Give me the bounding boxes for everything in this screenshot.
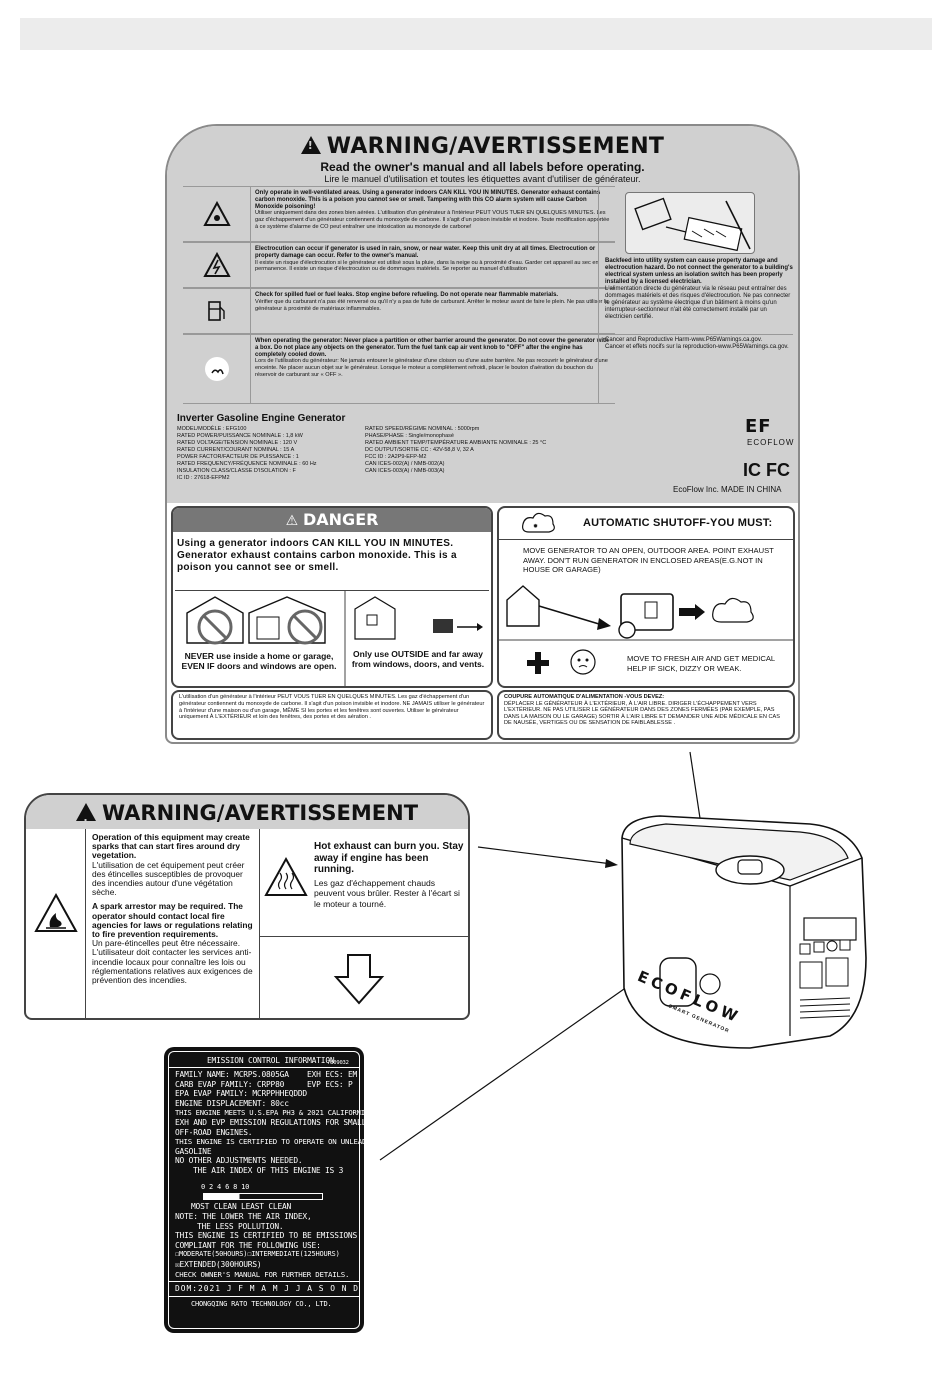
prop65-fr: Cancer et effets nocifs sur la reproduct… [605,344,789,350]
shutoff-header: ✹ AUTOMATIC SHUTOFF-YOU MUST: [499,508,793,540]
spec-left: MODEL/MODÈLE : EFG100 RATED POWER/PUISSA… [177,426,317,481]
hot-exhaust-panel: Hot exhaust can burn you. Stay away if e… [260,829,468,937]
shutoff-title: AUTOMATIC SHUTOFF-YOU MUST: [583,517,773,529]
electric-shock-icon [183,243,251,287]
danger-pictograms: NEVER use inside a home or garage, EVEN … [175,590,489,686]
hazard-row-electrocution: Electrocution can occur if generator is … [183,242,615,288]
top-bar [20,18,932,50]
spec-panel: Inverter Gasoline Engine Generator MODEL… [173,412,793,502]
spark-text-panel: Operation of this equipment may create s… [86,829,260,1018]
main-label-sub-fr: Lire le manuel d'utilisation et toutes l… [324,174,641,184]
ic-fcc-mark: IC FC [743,460,790,480]
emission-code: 7809032 [327,1060,349,1066]
danger-only-text: Only use OUTSIDE and far away from windo… [351,649,485,669]
ecoflow-logo: EF [745,416,772,437]
backfeed-illustration [625,192,755,254]
danger-french: L'utilisation d'un générateur à l'intéri… [171,690,493,740]
danger-text: Using a generator indoors CAN KILL YOU I… [177,538,457,573]
shutoff-french: COUPURE AUTOMATIQUE D'ALIMENTATION -VOUS… [497,690,795,740]
warning-triangle-icon [300,136,321,154]
svg-text:✹: ✹ [533,523,538,530]
generator-illustration: ECOFLOW SMART GENERATOR [600,808,890,1053]
down-arrow-icon [333,954,385,1005]
shutoff-box: ✹ AUTOMATIC SHUTOFF-YOU MUST: MOVE GENER… [497,506,795,688]
main-label-title: WARNING/AVERTISSEMENT [167,134,798,159]
ecoflow-wordmark: ECOFLOW [747,438,795,447]
main-label-sub-en: Read the owner's manual and all labels b… [320,160,645,174]
hazard-row-co: Only operate in well-ventilated areas. U… [183,186,615,242]
hazard-row-operation: When operating the generator: Never plac… [183,334,615,404]
hazard-rows: Only operate in well-ventilated areas. U… [183,186,615,404]
warning-triangle-icon: ⚠ [285,513,303,529]
backfeed-panel: Backfeed into utility system can cause p… [598,186,794,404]
hot-surface-icon [183,335,251,403]
spark-warning-label: WARNING/AVERTISSEMENT Operation of this … [24,793,470,1020]
danger-header: ⚠ DANGER [173,508,491,532]
main-label-top: WARNING/AVERTISSEMENT Read the owner's m… [167,126,798,503]
shutoff-move-text: MOVE TO FRESH AIR AND GET MEDICAL HELP I… [627,654,775,673]
main-warning-label: WARNING/AVERTISSEMENT Read the owner's m… [165,124,800,744]
danger-never-text: NEVER use inside a home or garage, EVEN … [181,651,337,671]
spec-right: RATED SPEED/RÉGIME NOMINAL : 5000rpm PHA… [365,426,547,474]
hazard-row-fuel: Check for spilled fuel or fuel leaks. St… [183,288,615,334]
prop65-en: Cancer and Reproductive Harm-www.P65Warn… [605,337,763,343]
emission-title: EMISSION CONTROL INFORMATION [207,1056,335,1065]
fuel-pump-icon [183,289,251,333]
fire-hazard-icon [26,829,86,1018]
danger-box: ⚠ DANGER Using a generator indoors CAN K… [171,506,493,688]
warning-triangle-icon [75,803,96,842]
warning2-header: WARNING/AVERTISSEMENT [26,795,468,842]
air-index-bar [203,1193,323,1200]
co-alarm-icon [183,187,251,241]
emission-control-label: EMISSION CONTROL INFORMATION 7809032 FAM… [164,1047,375,1333]
made-in: EcoFlow Inc. MADE IN CHINA [673,485,782,494]
shutoff-text: MOVE GENERATOR TO AN OPEN, OUTDOOR AREA.… [523,546,774,575]
spec-title: Inverter Gasoline Engine Generator [177,413,346,424]
